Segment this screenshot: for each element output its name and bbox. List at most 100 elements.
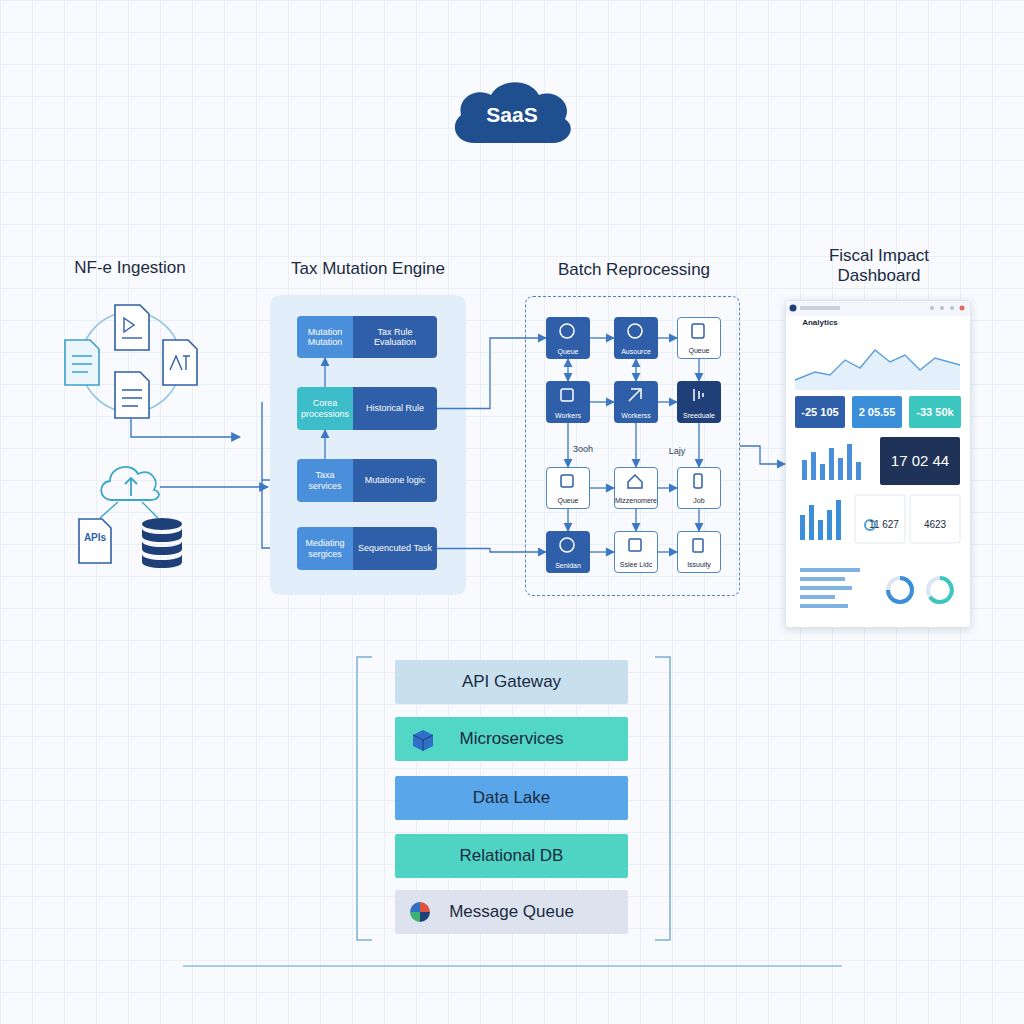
database-icon xyxy=(142,528,182,542)
stat-value: 4623 xyxy=(910,519,960,531)
box-label: Mediating sergices xyxy=(297,527,353,570)
bar xyxy=(802,460,807,480)
document-icon xyxy=(65,340,99,385)
batch-cell: Mizzenomere xyxy=(614,467,658,509)
document-icon xyxy=(163,340,197,385)
rule-box: Mutatione logic xyxy=(353,459,437,502)
cloud-label: SaaS xyxy=(447,75,577,147)
dashboard-topbar xyxy=(786,301,970,316)
hbar xyxy=(800,595,835,599)
flow-connector xyxy=(590,487,614,488)
stat-value: 11 627 xyxy=(862,519,906,531)
box-label: Mutation Mutation xyxy=(297,316,353,358)
flow-connector xyxy=(658,551,677,552)
stack-band: Relational DB xyxy=(395,834,628,878)
upload-arrow xyxy=(125,478,137,496)
drawing-part xyxy=(560,324,704,552)
engine-panel: Tax Mutation EngineMutation MutationTax … xyxy=(270,295,466,595)
bar xyxy=(800,515,805,540)
batch-cell: Sslee Lidc xyxy=(614,531,658,573)
batch-cell: Job xyxy=(677,467,721,509)
ingestion-arrow xyxy=(131,418,240,437)
band-label: Microservices xyxy=(460,729,564,749)
cloud-node: SaaS xyxy=(447,75,577,147)
cube-icon xyxy=(413,730,433,751)
cell-icon xyxy=(694,474,702,488)
bar xyxy=(818,520,823,540)
kpi-card xyxy=(852,396,902,428)
drawing-part xyxy=(800,500,841,540)
cell-label: Sreeduale xyxy=(673,412,725,420)
cell-icon xyxy=(628,324,642,338)
flow-connector xyxy=(590,337,614,338)
rule-box: Tax Rule Evaluation xyxy=(353,316,437,358)
box-label: Historical Rule xyxy=(353,387,437,430)
document-lines xyxy=(72,356,92,372)
document-outline xyxy=(79,519,111,563)
flow-connector xyxy=(698,359,699,381)
stack-bracket xyxy=(655,657,670,940)
box-label: Tax Rule Evaluation xyxy=(353,316,437,358)
queue-icon xyxy=(410,902,420,912)
cell-label: Issuuity xyxy=(674,561,724,569)
flow-connector xyxy=(635,359,636,381)
process-box: Mediating sergices xyxy=(297,527,353,570)
hbar xyxy=(800,586,852,590)
column-heading: Batch Reprocessing xyxy=(504,260,764,280)
document-glyph xyxy=(124,318,134,332)
dashboard-dot xyxy=(950,306,954,310)
cell-icon xyxy=(694,389,703,401)
cell-icon xyxy=(560,538,574,552)
cell-icon xyxy=(629,539,641,551)
stat-card xyxy=(910,495,960,543)
rule-box: Historical Rule xyxy=(353,387,437,430)
batch-panel: Batch ReprocessingQueueAusourceQueueWork… xyxy=(525,296,740,596)
flow-connector xyxy=(324,358,325,387)
column-heading: Tax Mutation Engine xyxy=(238,259,498,279)
rule-box: Sequencuted Task xyxy=(353,527,437,570)
flow-connector xyxy=(658,401,677,402)
dashboard-title-bar xyxy=(800,306,840,310)
document-icon xyxy=(115,305,149,350)
document-lines xyxy=(122,390,142,406)
stack-band: API Gateway xyxy=(395,660,628,704)
kpi-value: 2 05.55 xyxy=(852,406,902,419)
batch-cell: Queue xyxy=(677,317,721,359)
document-glyph xyxy=(170,356,190,370)
batch-cell: Queue xyxy=(546,317,590,359)
cell-label: Job xyxy=(674,497,724,505)
cell-icon xyxy=(629,389,641,401)
kpi-value: 17 02 44 xyxy=(880,452,960,470)
drawing-part xyxy=(800,568,860,608)
kpi-card-dark xyxy=(880,437,960,485)
connector-line xyxy=(100,502,158,518)
stack-band: Microservices xyxy=(395,717,628,761)
bar xyxy=(809,505,814,540)
queue-icon xyxy=(410,912,420,922)
bar xyxy=(811,452,816,480)
flow-connector xyxy=(698,509,699,531)
cell-icon xyxy=(693,539,703,552)
box-label: Corea processions xyxy=(297,387,353,430)
flow-connector xyxy=(698,423,699,467)
cell-icon xyxy=(692,324,704,338)
database-icon xyxy=(142,554,182,568)
flow-connector xyxy=(590,401,614,402)
cell-icon xyxy=(628,475,642,488)
bar xyxy=(847,444,852,480)
cell-icon xyxy=(560,324,574,338)
cell-icon xyxy=(561,389,573,401)
stack-band: Data Lake xyxy=(395,776,628,820)
kpi-value: -25 105 xyxy=(795,406,845,419)
document-label: APIs xyxy=(78,532,112,543)
band-label: Message Queue xyxy=(449,902,574,922)
band-label: Relational DB xyxy=(460,846,564,866)
dashboard-dot xyxy=(940,306,944,310)
cell-label: Queue xyxy=(542,348,594,356)
box-label: Taxa services xyxy=(297,459,353,502)
batch-cell: Queue xyxy=(546,467,590,509)
queue-icon xyxy=(420,902,430,912)
bar xyxy=(838,458,843,480)
